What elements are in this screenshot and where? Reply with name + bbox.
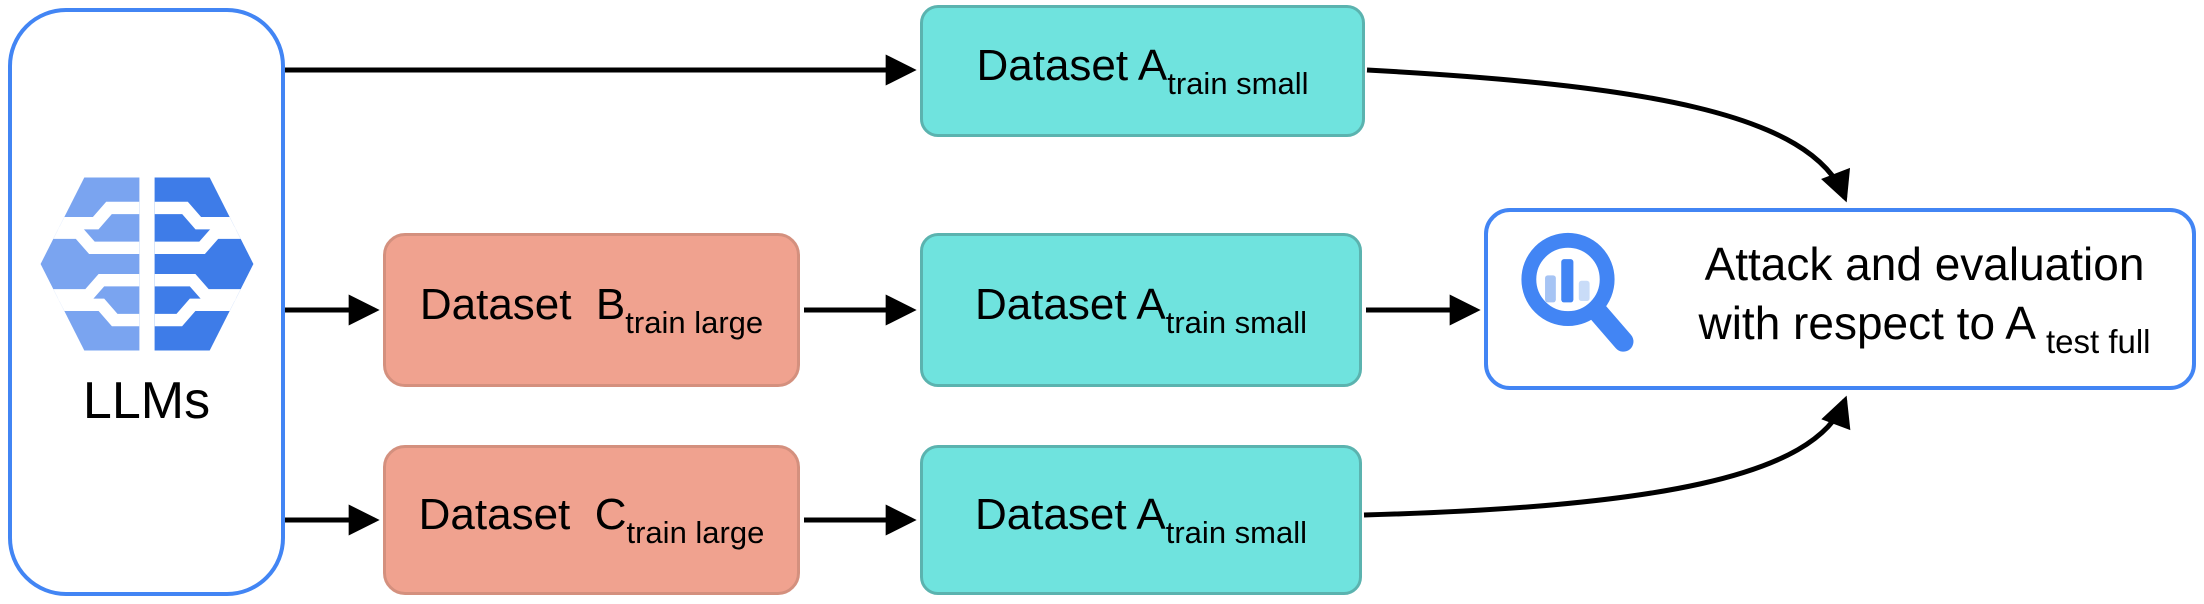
dataset-b-subscript: train large <box>625 304 764 340</box>
llm-label: LLMs <box>82 372 211 430</box>
dataset-a-row3-text: Dataset A <box>974 489 1166 539</box>
arrow-datasetA-row3-to-eval-curve <box>1363 395 1851 518</box>
dataset-a-row3-subscript: train small <box>1165 514 1308 550</box>
dataset-c-subscript: train large <box>626 514 765 550</box>
dataset-a-row1-subscript: train small <box>1167 65 1309 101</box>
dataset-a-row1-text: Dataset A <box>976 40 1168 90</box>
dataset-b-train-large-box: Dataset Btrain large <box>383 233 800 387</box>
attack-evaluation-line2-subscript: test full <box>2045 322 2151 360</box>
dataset-a-row2-subscript: train small <box>1165 304 1308 340</box>
attack-evaluation-line1: Attack and evaluation <box>1704 237 2145 290</box>
dataset-a-train-small-box-row2: Dataset Atrain small <box>920 233 1362 387</box>
dataset-a-row2-text: Dataset A <box>974 279 1166 329</box>
dataset-b-text: Dataset B <box>419 279 626 329</box>
dataset-a-train-small-box-row3: Dataset Atrain small <box>920 445 1362 595</box>
brain-circuit-icon <box>40 177 253 351</box>
dataset-a-train-small-box-row1: Dataset Atrain small <box>920 5 1365 137</box>
llm-node: LLMs <box>8 8 285 596</box>
dataset-c-train-large-box: Dataset Ctrain large <box>383 445 800 595</box>
dataset-c-text: Dataset C <box>418 489 627 539</box>
arrow-datasetA-row1-to-eval-curve <box>1366 67 1850 203</box>
magnifier-chart-icon <box>1521 232 1634 352</box>
